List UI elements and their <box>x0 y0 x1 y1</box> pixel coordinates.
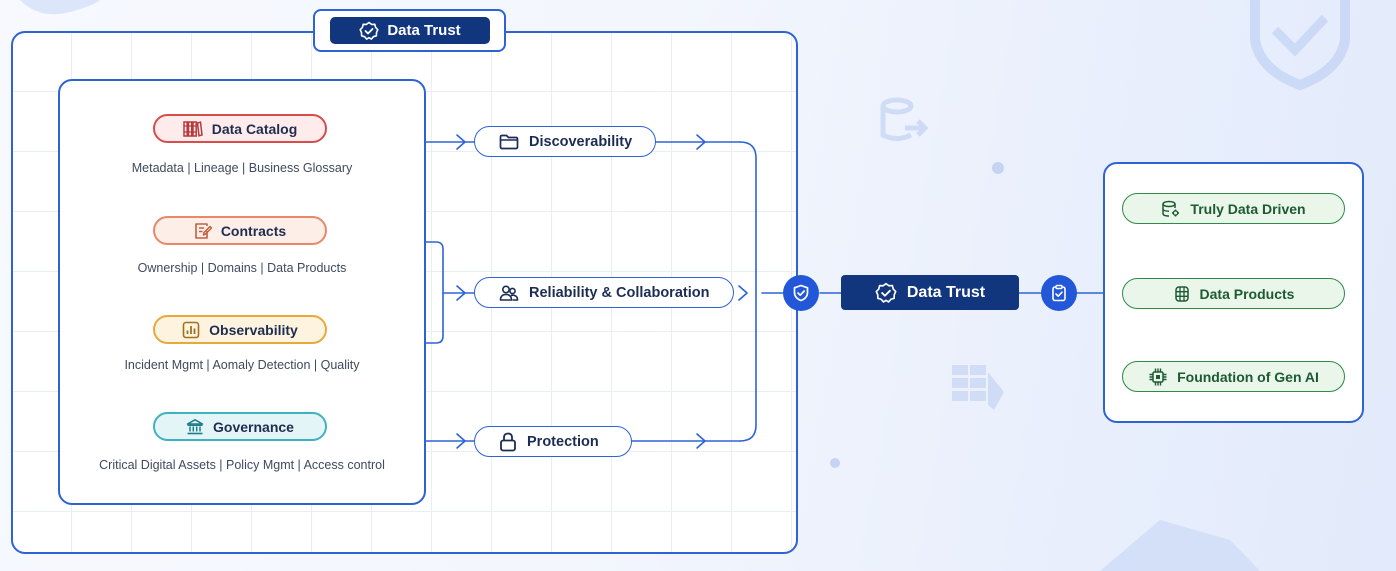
institution-icon <box>186 418 204 436</box>
pillar-label: Contracts <box>220 222 287 239</box>
chip-icon <box>1148 367 1168 387</box>
database-gear-icon <box>1161 200 1181 218</box>
pillar-details: Metadata | Lineage | Business Glossary <box>131 161 353 175</box>
pillar-details: Incident Mgmt | Aomaly Detection | Quali… <box>124 358 360 372</box>
shield-check-icon <box>792 284 810 302</box>
cube-stack-icon <box>1173 285 1191 303</box>
capability-label: Discoverability <box>529 133 633 150</box>
center-label: Data Trust <box>906 283 986 301</box>
pillar-data-catalog: Data Catalog <box>153 114 327 143</box>
frame-title-label: Data Trust <box>387 22 461 39</box>
shield-check-circle <box>783 275 819 311</box>
outcome-data-products: Data Products <box>1122 278 1345 309</box>
capability-discoverability: Discoverability <box>474 126 656 157</box>
capability-protection: Protection <box>474 426 632 457</box>
chart-bars-icon <box>182 321 200 339</box>
pillar-governance: Governance <box>153 412 327 441</box>
folder-icon <box>499 134 519 150</box>
clipboard-check-icon <box>1050 284 1068 302</box>
outcome-label: Data Products <box>1199 285 1295 302</box>
outcome-label: Foundation of Gen AI <box>1177 368 1319 385</box>
pillar-details: Critical Digital Assets | Policy Mgmt | … <box>99 458 385 472</box>
frame-title: Data Trust <box>330 17 490 44</box>
books-icon <box>182 120 203 138</box>
shield-check-icon <box>359 21 379 41</box>
clipboard-check-circle <box>1041 275 1077 311</box>
users-icon <box>499 284 519 302</box>
pillar-label: Governance <box>213 418 294 435</box>
outcome-truly-data-driven: Truly Data Driven <box>1122 193 1345 224</box>
frame-title-tab: Data Trust <box>313 9 506 52</box>
outcome-label: Truly Data Driven <box>1190 200 1306 217</box>
data-trust-badge: Data Trust <box>841 275 1019 310</box>
outcome-foundation-gen-ai: Foundation of Gen AI <box>1122 361 1345 392</box>
pillar-label: Observability <box>209 321 298 338</box>
capability-reliability-collaboration: Reliability & Collaboration <box>474 277 734 308</box>
contract-edit-icon <box>194 222 212 240</box>
capability-label: Protection <box>527 433 599 450</box>
badge-check-icon <box>875 282 897 304</box>
pillar-contracts: Contracts <box>153 216 327 245</box>
lock-icon <box>499 432 517 452</box>
pillar-observability: Observability <box>153 315 327 344</box>
capability-label: Reliability & Collaboration <box>529 284 710 301</box>
pillar-details: Ownership | Domains | Data Products <box>137 261 347 275</box>
pillar-label: Data Catalog <box>211 120 298 137</box>
